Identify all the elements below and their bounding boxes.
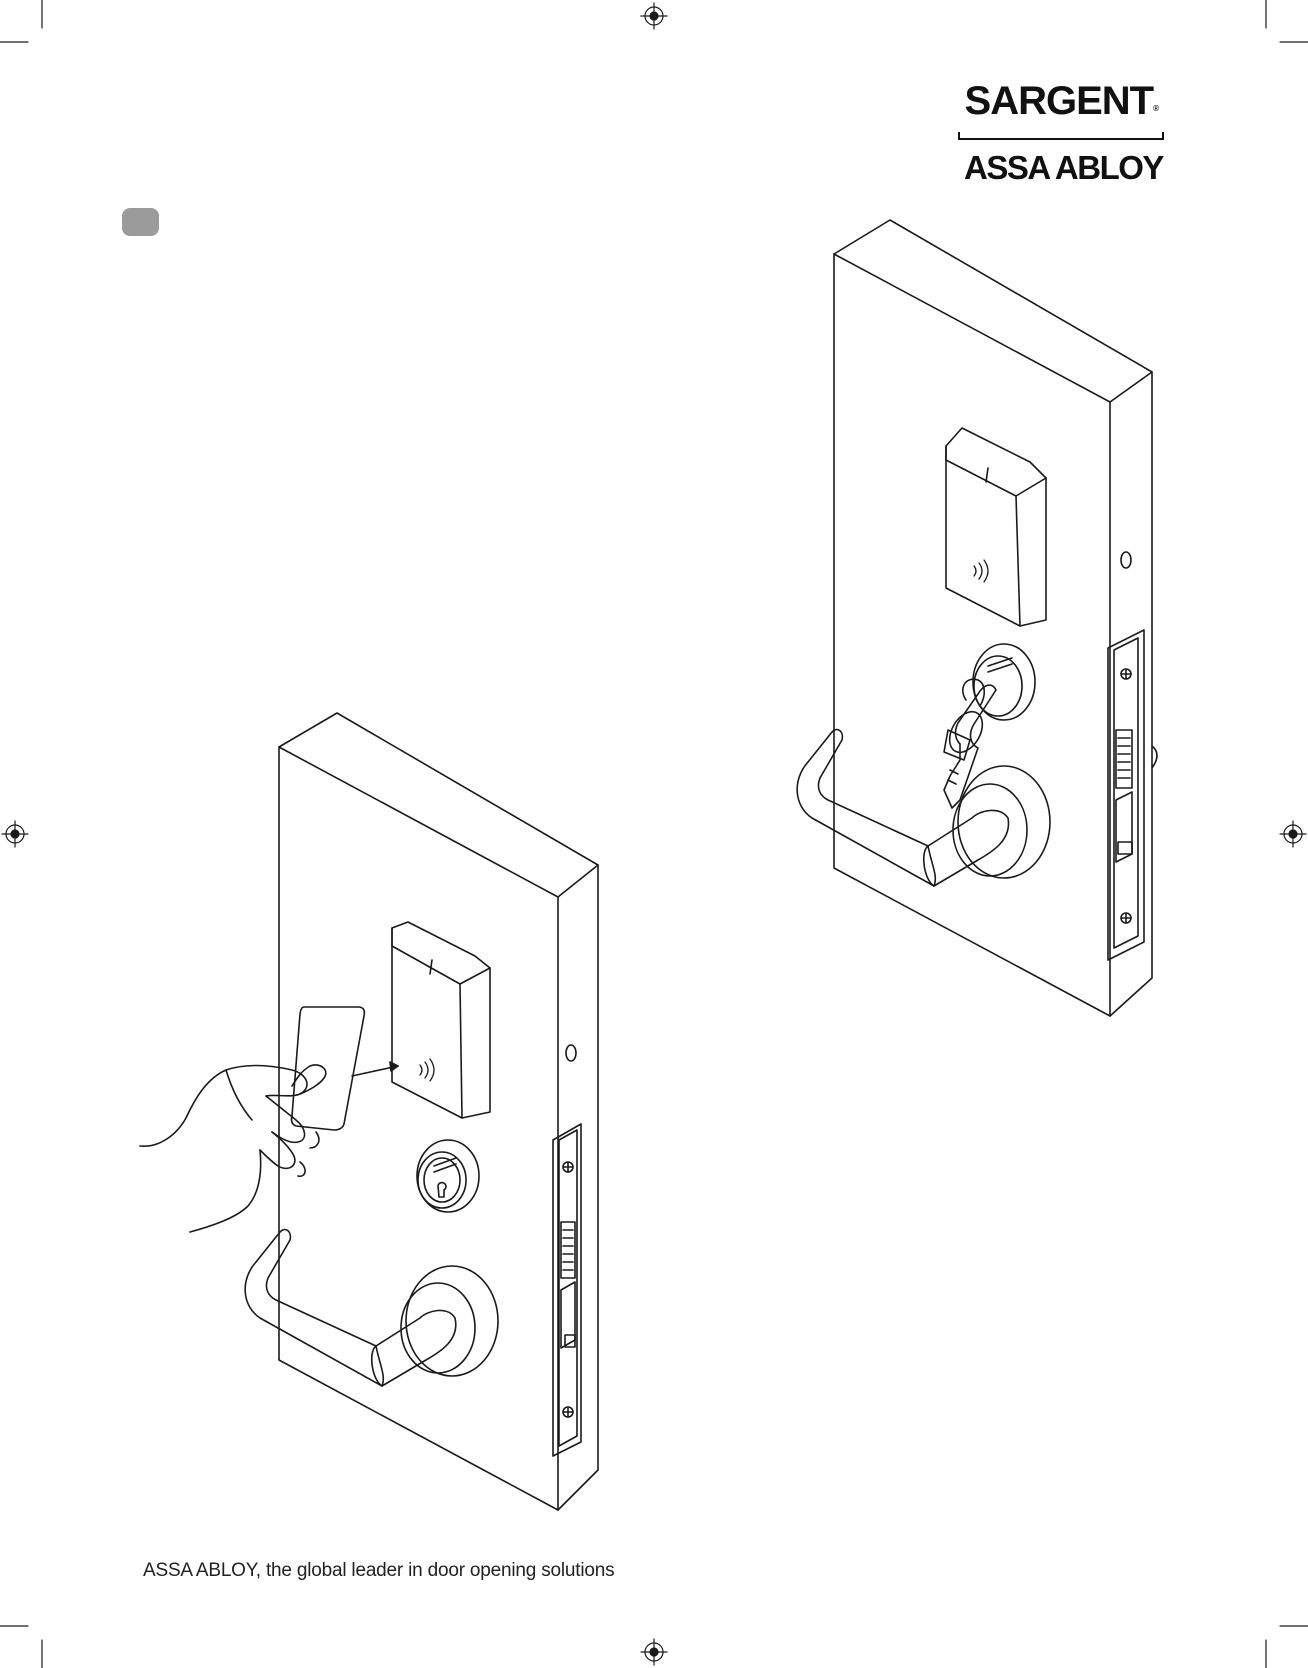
step-badge — [122, 208, 159, 236]
registration-mark-top — [641, 3, 667, 29]
brand-name-text: SARGENT — [965, 79, 1154, 123]
mortise-cylinder — [417, 1140, 479, 1212]
door-top-face — [834, 220, 1152, 402]
lever-handle — [245, 1230, 456, 1386]
registration-mark-right — [1280, 821, 1306, 847]
card-reader-housing — [392, 922, 490, 1118]
registration-mark-bottom — [641, 1639, 667, 1665]
brand-parent: ASSA ABLOY — [964, 148, 1163, 188]
brand-name: SARGENT® — [958, 78, 1158, 124]
registration-mark-left — [2, 821, 28, 847]
key-override-illustration — [797, 220, 1157, 1016]
door-edge-face — [558, 865, 598, 1510]
footer-tagline: ASSA ABLOY, the global leader in door op… — [143, 1560, 614, 1582]
door-top-face — [279, 713, 598, 897]
mortise-cylinder — [973, 644, 1035, 720]
door-front-face — [834, 254, 1110, 1016]
mortise-faceplate — [1108, 630, 1157, 960]
hand-with-card — [140, 1007, 398, 1232]
brand-divider — [958, 132, 1164, 140]
card-unlock-illustration — [140, 713, 598, 1510]
key-icon — [943, 679, 996, 808]
card-reader-housing — [946, 428, 1046, 626]
brand-logo: SARGENT® ASSA ABLOY — [958, 78, 1164, 124]
registered-mark: ® — [1153, 104, 1158, 113]
access-card — [292, 1007, 365, 1130]
lever-rose — [953, 766, 1050, 878]
